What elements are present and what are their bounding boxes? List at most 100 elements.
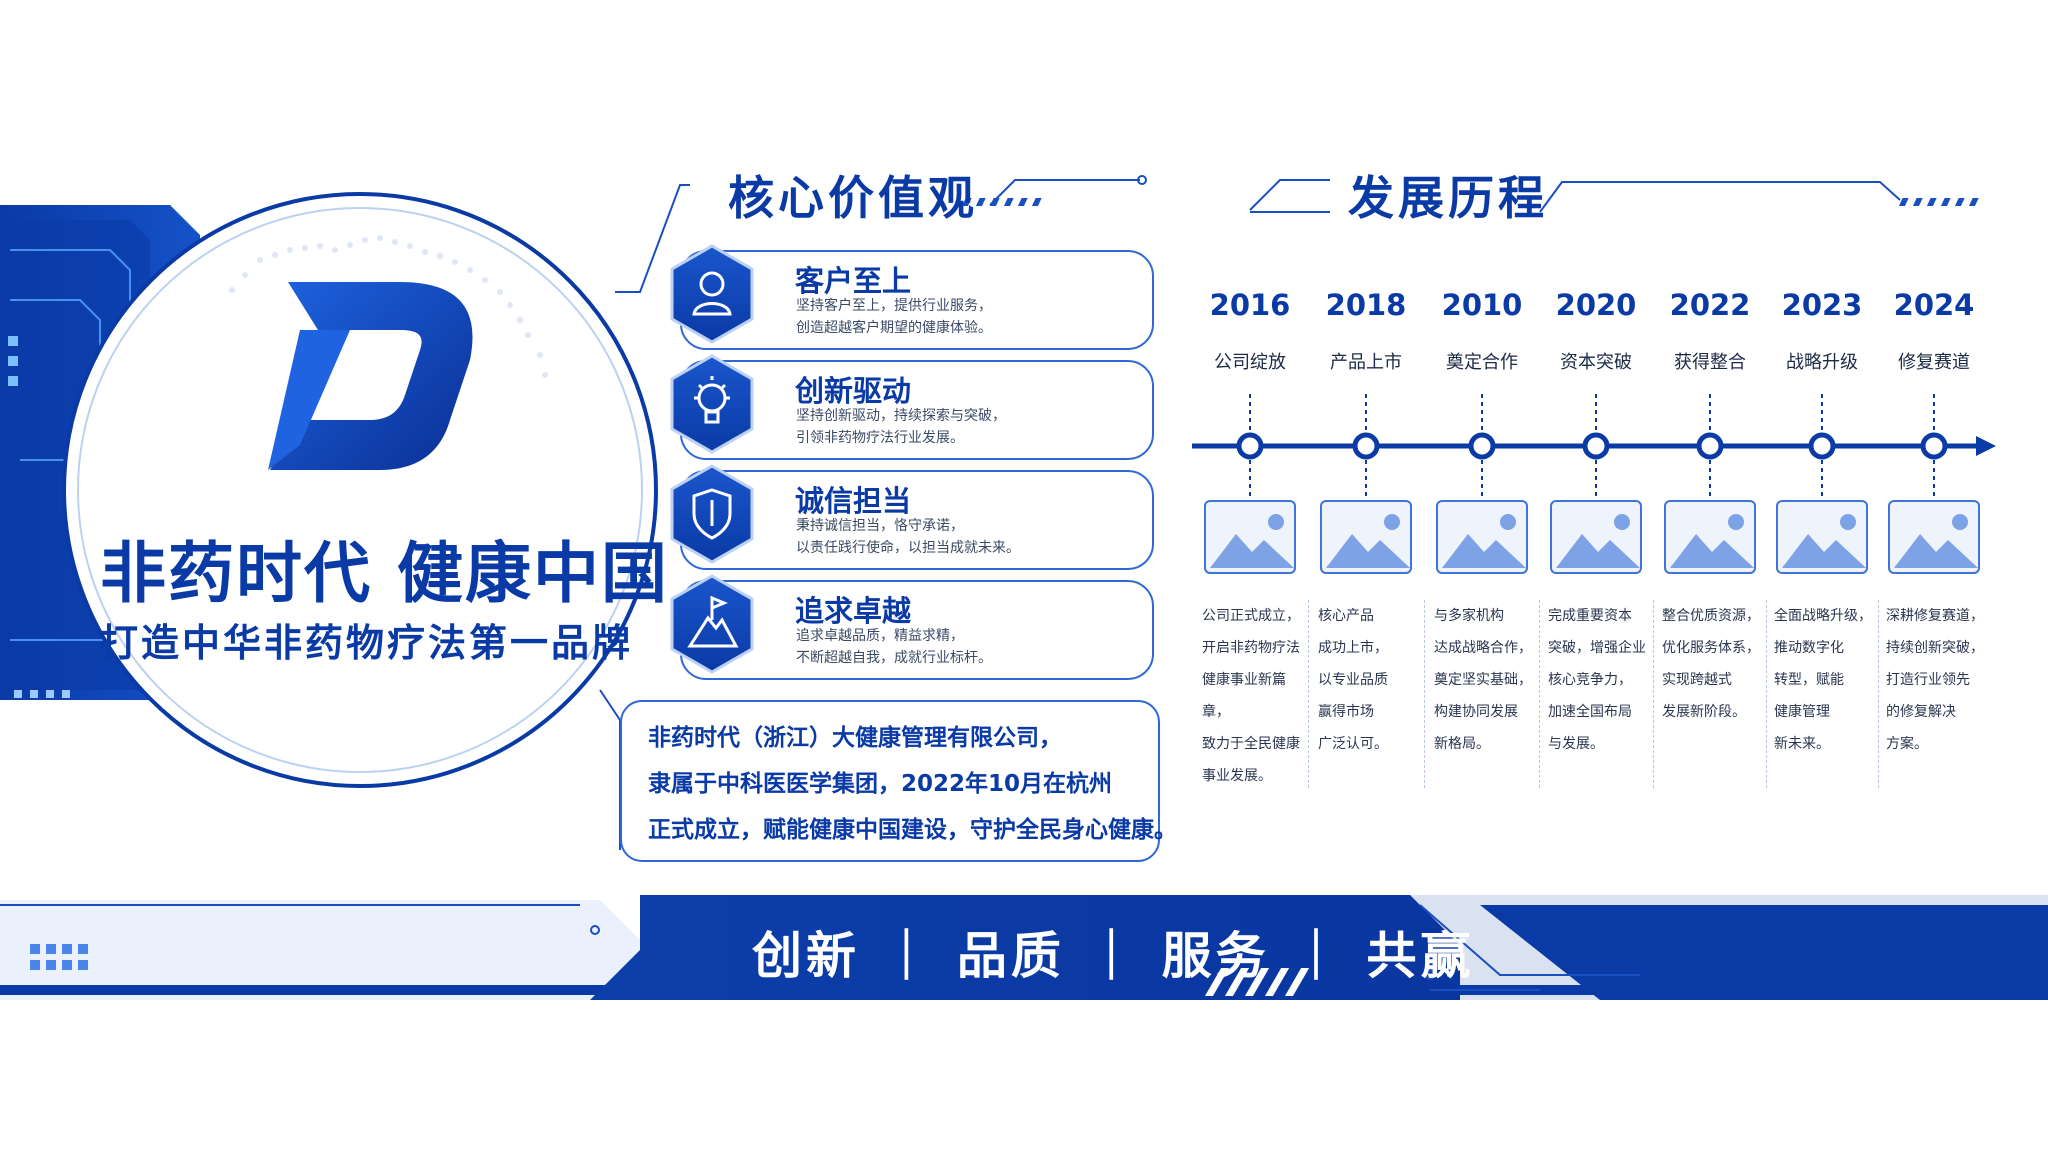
value-title: 创新驱动 [795, 374, 912, 408]
company-intro-line3: 正式成立，赋能健康中国建设，守护全民身心健康。 [648, 817, 1177, 843]
timeline-description: 核心产品成功上市，以专业品质赢得市场广泛认可。 [1318, 600, 1422, 760]
timeline-year: 2020 [1555, 288, 1637, 322]
timeline-label: 产品上市 [1330, 352, 1402, 373]
timeline-separator [1308, 600, 1309, 788]
timeline-separator [1539, 600, 1540, 788]
timeline-description-line: 发展新阶段。 [1662, 704, 1746, 720]
timeline-year: 2022 [1669, 288, 1751, 322]
timeline-image-placeholder [1776, 500, 1868, 574]
customer-icon [670, 244, 754, 344]
timeline-description-line: 新格局。 [1434, 736, 1490, 752]
value-card-frame [680, 580, 1154, 680]
timeline-year: 2010 [1441, 288, 1523, 322]
timeline-year: 2023 [1781, 288, 1863, 322]
timeline-description-line: 优化服务体系， [1662, 640, 1760, 656]
timeline-description-line: 完成重要资本 [1548, 608, 1632, 624]
timeline-description: 深耕修复赛道，持续创新突破，打造行业领先的修复解决方案。 [1886, 600, 1990, 760]
timeline-description-line: 实现跨越式 [1662, 672, 1732, 688]
timeline-separator [1424, 600, 1425, 788]
timeline-description-line: 持续创新突破， [1886, 640, 1984, 656]
timeline-description-line: 健康管理 [1774, 704, 1830, 720]
timeline-description-line: 与发展。 [1548, 736, 1604, 752]
history-title: 发展历程 [1348, 171, 1548, 225]
timeline-label: 修复赛道 [1898, 352, 1970, 373]
mountain-flag-icon [670, 574, 754, 674]
banner-values: 创新 ｜ 品质 ｜ 服务 ｜ 共赢 [752, 927, 1475, 985]
timeline-description-line: 的修复解决 [1886, 704, 1956, 720]
values-title: 核心价值观 [728, 171, 978, 225]
timeline-description: 整合优质资源， 优化服务体系， 实现跨越式发展新阶段。 [1662, 600, 1766, 728]
value-title: 客户至上 [795, 264, 912, 298]
timeline-separator [1653, 600, 1654, 788]
timeline-description-line: 转型，赋能 [1774, 672, 1844, 688]
company-intro-box [620, 700, 1160, 862]
value-card-frame [680, 250, 1154, 350]
timeline-description-line: 推动数字化 [1774, 640, 1844, 656]
landscape-image-icon [1442, 514, 1526, 568]
company-intro-line1: 非药时代（浙江）大健康管理有限公司， [648, 725, 1062, 751]
timeline-year: 2016 [1209, 288, 1291, 322]
timeline-description-line: 深耕修复赛道， [1886, 608, 1984, 624]
timeline-description: 与多家机构达成战略合作， 奠定坚实基础， 构建协同发展新格局。 [1434, 600, 1538, 760]
timeline-description-line: 加速全国布局 [1548, 704, 1632, 720]
timeline-label: 公司绽放 [1214, 352, 1286, 373]
timeline-description-line: 方案。 [1886, 736, 1928, 752]
timeline-description-line: 成功上市， [1318, 640, 1388, 656]
timeline-description: 全面战略升级， 推动数字化转型，赋能健康管理新未来。 [1774, 600, 1878, 760]
timeline-image-placeholder [1550, 500, 1642, 574]
timeline-description-line: 与多家机构 [1434, 608, 1504, 624]
timeline-label: 资本突破 [1560, 352, 1632, 373]
value-desc-line2: 不断超越自我，成就行业标杆。 [796, 650, 992, 666]
lightbulb-icon [670, 354, 754, 454]
value-desc-line1: 秉持诚信担当，恪守承诺， [796, 518, 964, 534]
timeline-description-line: 奠定坚实基础， [1434, 672, 1532, 688]
timeline-image-placeholder [1888, 500, 1980, 574]
value-desc-line1: 坚持客户至上，提供行业服务， [796, 298, 992, 314]
landscape-image-icon [1894, 514, 1978, 568]
timeline-description-line: 赢得市场 [1318, 704, 1374, 720]
timeline-description-line: 公司正式成立， [1202, 608, 1300, 624]
timeline-description-line: 整合优质资源， [1662, 608, 1760, 624]
shield-icon [670, 464, 754, 564]
value-card-frame [680, 470, 1154, 570]
value-card-frame [680, 360, 1154, 460]
timeline-description-line: 新未来。 [1774, 736, 1830, 752]
timeline-label: 奠定合作 [1446, 352, 1518, 373]
timeline-description-line: 事业发展。 [1202, 768, 1272, 784]
timeline-description-line: 致力于全民健康 [1202, 736, 1300, 752]
timeline-image-placeholder [1204, 500, 1296, 574]
value-desc-line1: 追求卓越品质，精益求精， [796, 628, 964, 644]
value-desc-line2: 创造超越客户期望的健康体验。 [796, 320, 992, 336]
landscape-image-icon [1210, 514, 1294, 568]
timeline-image-placeholder [1436, 500, 1528, 574]
timeline-description-line: 核心竞争力， [1548, 672, 1632, 688]
value-desc-line2: 引领非药物疗法行业发展。 [796, 430, 964, 446]
landscape-image-icon [1556, 514, 1640, 568]
landscape-image-icon [1326, 514, 1410, 568]
brand-tagline: 打造中华非药物疗法第一品牌 [100, 621, 634, 665]
brand-logo [268, 282, 473, 470]
timeline-label: 获得整合 [1674, 352, 1746, 373]
timeline-description-line: 健康事业新篇章， [1202, 672, 1286, 720]
timeline-separator [1878, 600, 1879, 788]
brand-slogan: 非药时代 健康中国 [100, 535, 669, 612]
timeline-description-line: 以专业品质 [1318, 672, 1388, 688]
timeline-year: 2024 [1893, 288, 1975, 322]
value-title: 追求卓越 [795, 594, 912, 628]
value-title: 诚信担当 [795, 484, 912, 518]
landscape-image-icon [1782, 514, 1866, 568]
timeline-description-line: 全面战略升级， [1774, 608, 1872, 624]
timeline-label: 战略升级 [1786, 352, 1858, 373]
timeline-year: 2018 [1325, 288, 1407, 322]
value-desc-line1: 坚持创新驱动，持续探索与突破， [796, 408, 1006, 424]
timeline-description-line: 构建协同发展 [1434, 704, 1518, 720]
timeline-description-line: 突破，增强企业 [1548, 640, 1646, 656]
timeline-image-placeholder [1664, 500, 1756, 574]
timeline-description: 公司正式成立， 开启非药物疗法健康事业新篇章， 致力于全民健康事业发展。 [1202, 600, 1306, 792]
timeline-description-line: 达成战略合作， [1434, 640, 1532, 656]
landscape-image-icon [1670, 514, 1754, 568]
timeline-description-line: 开启非药物疗法 [1202, 640, 1300, 656]
timeline-description: 完成重要资本突破，增强企业核心竞争力， 加速全国布局与发展。 [1548, 600, 1652, 760]
company-intro-line2: 隶属于中科医医学集团，2022年10月在杭州 [648, 771, 1113, 797]
